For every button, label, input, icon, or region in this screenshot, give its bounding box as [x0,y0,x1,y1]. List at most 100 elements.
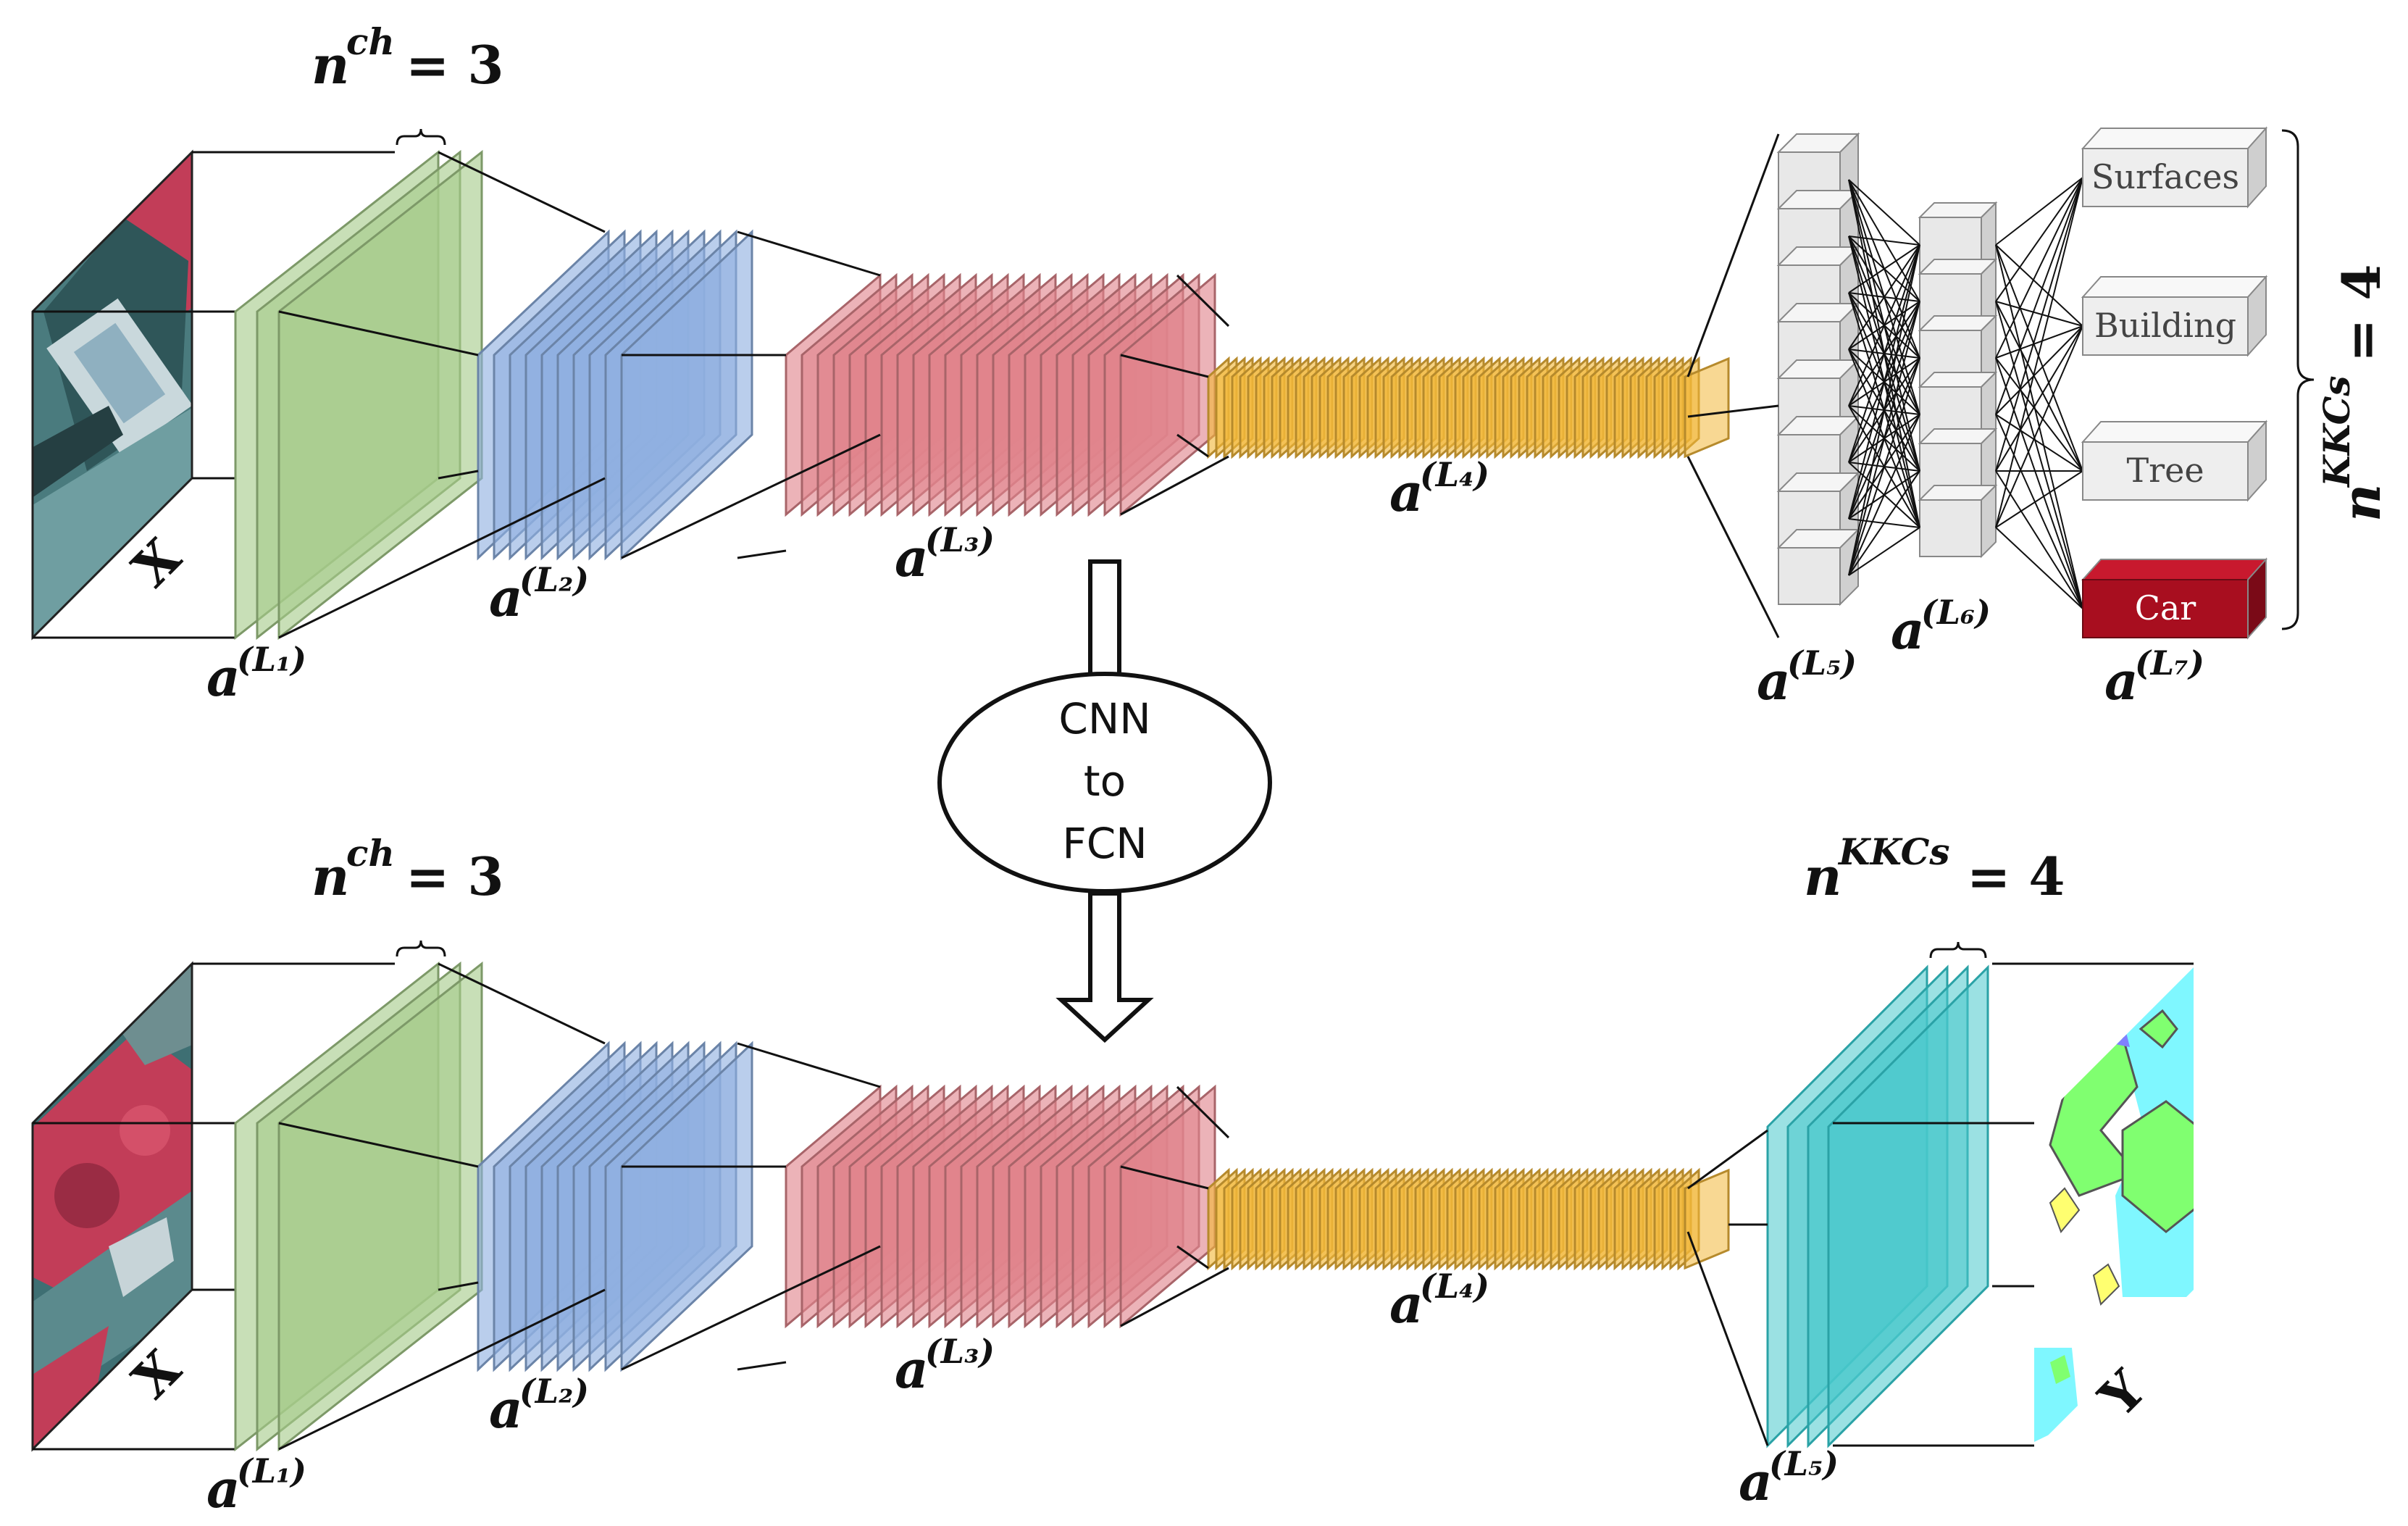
classes-brace [2281,129,2315,630]
connection-line [737,1042,881,1088]
svg-text:(L₂): (L₂) [519,1372,589,1411]
layer-label-l5: a(L₅) [1739,1444,1839,1512]
svg-text:a: a [1757,650,1791,712]
layer2-slice [620,1041,753,1372]
layer2-slice [620,229,753,561]
connection-line [278,310,479,357]
connection-line [278,1122,479,1168]
dense-edge [1995,325,2083,528]
input-image-x-top: X [31,149,193,641]
layer-label-l2: a(L₂) [489,1372,589,1440]
nch-label-top: n ch = 3 [312,20,504,96]
svg-text:ch: ch [346,832,395,875]
transform-line-3: FCN [1062,819,1147,868]
dense-edge [1848,244,1920,293]
class-box-tree [2082,441,2249,501]
dense-edge [1995,470,2083,528]
output-segmentation-y: Y [2034,967,2194,1449]
connection-line [621,1245,881,1371]
svg-text:a: a [1739,1451,1773,1512]
dense-edge [1995,325,2083,415]
dense-edge [1848,357,1920,576]
connection-line [1120,455,1229,516]
layer-label-l5: a(L₅) [1757,643,1857,712]
connection-line [1687,1129,1768,1190]
fcn-layer-4-feature-maps [1207,1167,1730,1271]
class-box-surfaces [2082,148,2249,207]
dense-edge [1995,244,2083,472]
svg-text:= 4: = 4 [2330,264,2392,363]
dense-edge [1848,179,1920,246]
layer-labels-top: a(L₁)a(L₂)a(L₃)a(L₄)a(L₅)a(L₆)a(L₇) [206,455,2204,712]
dense-edge [1848,301,1920,576]
svg-text:(L₁): (L₁) [237,1451,306,1490]
class-box-building [2082,296,2249,356]
dense-connections [1686,133,2083,638]
layer-label-l1: a(L₁) [206,640,306,708]
svg-text:(L₇): (L₇) [2135,643,2204,683]
cnn-to-fcn-transform: CNN to FCN [937,559,1272,1043]
dense-layer-6 [1918,201,1998,559]
svg-text:ch: ch [346,20,395,63]
connection-line [1176,433,1209,458]
fcn-layer-3-feature-maps [785,1084,1216,1329]
connection-line [1686,133,1780,378]
connection-line [1120,1267,1229,1327]
dense-edge [1848,244,1920,576]
class-label-surfaces: Surfaces [2091,157,2239,196]
dense-edge [1995,325,2083,359]
connection-line [278,477,606,639]
dense-edge [1995,177,2083,472]
fcn-layer-5-feature-maps [1766,964,1989,1448]
dense-edge [1848,244,1920,463]
nkkcs-label-bottom: n KKCs = 4 [1804,830,2065,907]
class-label-building: Building [2094,306,2236,345]
dense-l6-node [1919,499,1982,557]
connection-line [1687,404,1779,418]
layer-4-feature-maps [1207,356,1730,459]
layer-label-l7: a(L₇) [2104,643,2204,712]
svg-text:a: a [895,527,929,588]
dense-edge [1995,177,2083,415]
svg-text:n: n [312,34,349,96]
svg-text:KKCs: KKCs [2315,375,2358,488]
layer-label-l1: a(L₁) [206,1451,306,1519]
arrow-shaft-upper [1088,559,1121,691]
class-label-tree: Tree [2126,451,2204,490]
connection-line [621,433,881,559]
connection-line [1120,354,1209,378]
dense-edge [1995,325,2083,472]
nch-label-bottom: n ch = 3 [312,832,504,907]
dense-edge [1848,244,1920,406]
svg-text:(L₅): (L₅) [1787,643,1857,683]
svg-text:a: a [206,646,241,708]
nkkcs-label-top: n KKCs = 4 [2315,264,2392,522]
class-box-side-face [2247,557,2267,640]
svg-text:a: a [1389,462,1424,523]
svg-text:(L₃): (L₃) [925,1332,995,1371]
class-box-side-face [2247,275,2267,357]
layer-label-l4: a(L₄) [1389,455,1489,523]
connection-line [1120,1165,1209,1190]
dense-l6-side-face [1981,483,1997,559]
class-box-top-face [2081,559,2268,580]
dense-l5-side-face [1839,528,1859,606]
dense-layer-5 [1776,132,1860,606]
svg-text:a: a [2104,650,2139,712]
connection-line [438,151,606,233]
connection-line [1686,456,1780,638]
dense-edge [1848,527,1920,576]
svg-text:= 4: = 4 [1967,846,2065,907]
svg-text:(L₃): (L₃) [925,520,995,559]
connection-line [438,470,479,480]
layer-connections [278,151,1230,639]
connection-line [737,230,881,277]
dense-edge [1995,177,2083,528]
connection-line [737,549,787,559]
svg-text:(L₆): (L₆) [1921,593,1991,632]
input-image-x-bottom: X [31,961,193,1452]
dense-edge [1848,414,1920,576]
svg-text:= 3: = 3 [406,846,504,907]
